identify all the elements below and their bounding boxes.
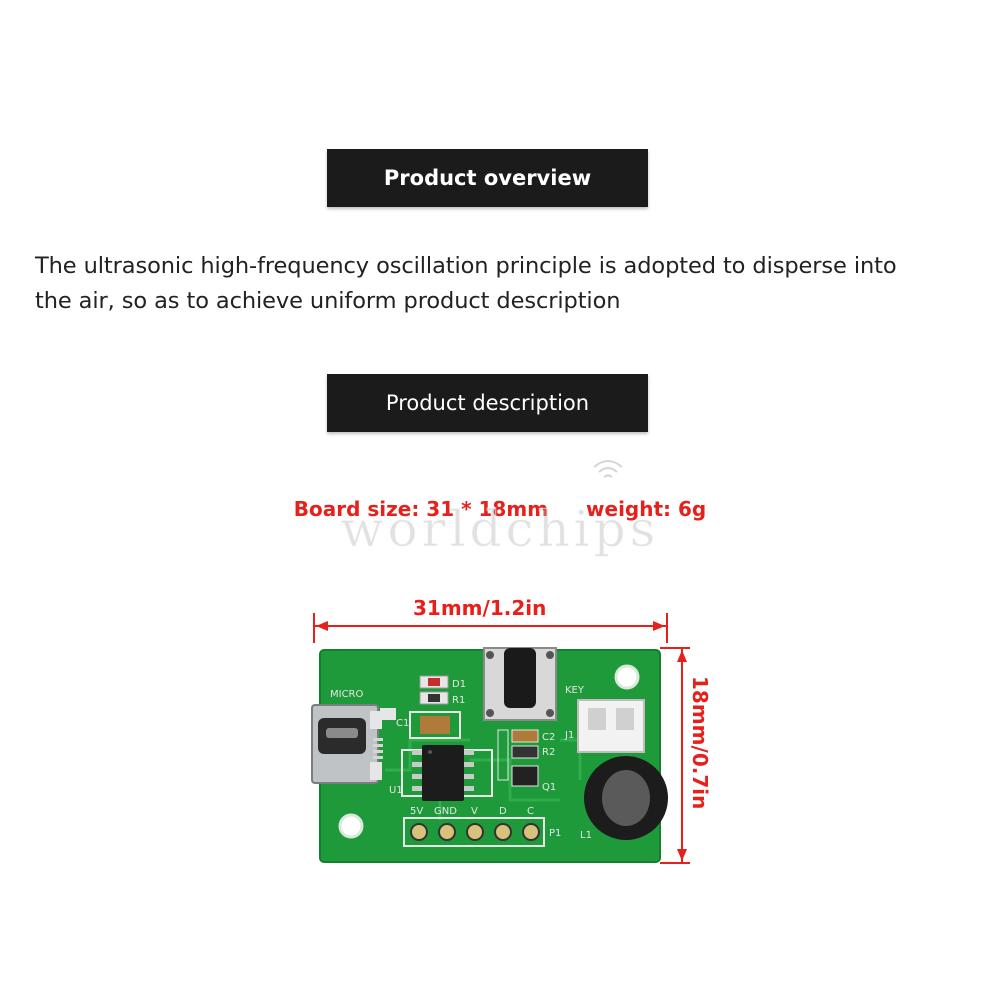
silk-d1: D1 bbox=[452, 679, 466, 690]
silk-j1: J1 bbox=[564, 730, 574, 741]
silk-c1: C1 bbox=[396, 718, 409, 729]
width-dimension-label: 31mm/1.2in bbox=[413, 596, 547, 620]
overview-text-line2: the air, so as to achieve uniform produc… bbox=[35, 288, 621, 314]
micro-usb-port bbox=[311, 704, 382, 784]
board-specs: Board size: 31 * 18mm weight: 6g bbox=[0, 497, 1000, 521]
silk-5v: 5V bbox=[410, 806, 423, 817]
width-dimension-line bbox=[313, 613, 668, 643]
inductor-l1 bbox=[584, 756, 668, 840]
wifi-signal-icon bbox=[593, 460, 623, 478]
silk-c: C bbox=[527, 806, 534, 817]
weight-text: weight: 6g bbox=[586, 497, 707, 521]
capacitor-c1 bbox=[409, 711, 461, 739]
mount-hole-bottom bbox=[338, 813, 364, 839]
mount-hole-top bbox=[614, 664, 640, 690]
silk-r2: R2 bbox=[542, 747, 555, 758]
silk-gnd: GND bbox=[434, 806, 457, 817]
silk-q1: Q1 bbox=[542, 782, 556, 793]
resistor-r2 bbox=[511, 745, 539, 759]
silk-c2: C2 bbox=[542, 732, 555, 743]
board-size-text: Board size: 31 * 18mm bbox=[293, 497, 549, 521]
silk-v: V bbox=[471, 806, 478, 817]
pcb-board-illustration: MICRO D1 R1 C1 KEY J1 C2 R2 Q1 U1 L1 P1 … bbox=[311, 613, 690, 864]
silk-p1: P1 bbox=[549, 828, 561, 839]
jst-connector-j1 bbox=[577, 699, 645, 753]
push-button-key bbox=[483, 647, 557, 721]
silk-r1: R1 bbox=[452, 695, 465, 706]
transistor-q1 bbox=[511, 765, 539, 787]
overview-text-line1: The ultrasonic high-frequency oscillatio… bbox=[35, 253, 897, 279]
capacitor-c2 bbox=[511, 729, 539, 743]
product-description-title: Product description bbox=[385, 391, 590, 415]
watermark-text: worldchips bbox=[340, 500, 660, 559]
silk-d: D bbox=[499, 806, 507, 817]
silk-l1: L1 bbox=[580, 830, 592, 841]
silk-micro: MICRO bbox=[330, 689, 364, 700]
overview-paragraph: The ultrasonic high-frequency oscillatio… bbox=[35, 249, 980, 319]
ic-chip-u1 bbox=[401, 745, 493, 801]
product-overview-banner: Product overview bbox=[327, 149, 648, 207]
product-description-banner: Product description bbox=[327, 374, 648, 432]
silk-u1: U1 bbox=[389, 785, 403, 796]
silk-key: KEY bbox=[565, 685, 585, 696]
product-overview-title: Product overview bbox=[383, 166, 592, 190]
header-pins-p1 bbox=[403, 817, 545, 847]
height-dimension-line bbox=[660, 647, 690, 864]
